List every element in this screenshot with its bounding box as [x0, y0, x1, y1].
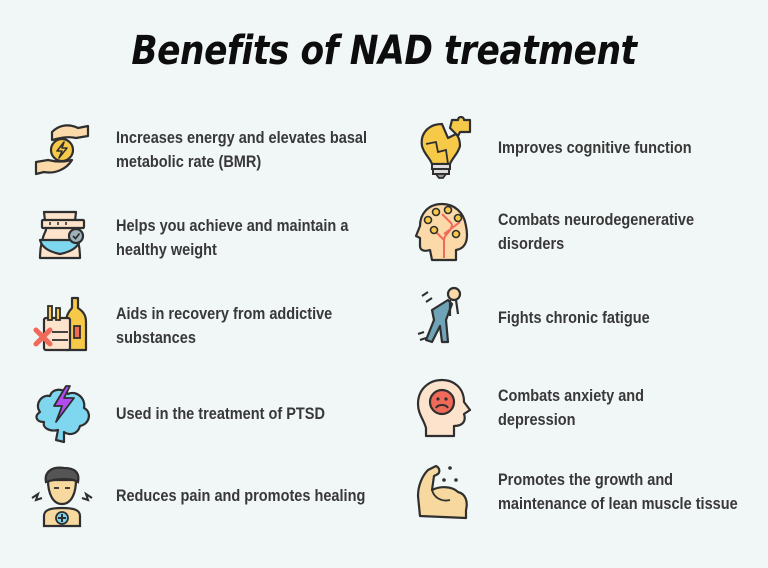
page-title: Benefits of NAD treatment — [131, 28, 637, 74]
person-pain-icon — [30, 464, 94, 528]
benefit-label: Combats anxiety and depression — [498, 387, 645, 429]
waist-measure-icon — [30, 206, 94, 270]
tired-person-icon — [412, 286, 476, 350]
sad-head-icon — [412, 376, 476, 440]
benefit-label: Combats neurodegenerative disorders — [498, 211, 695, 253]
puzzle-bulb-icon — [412, 116, 476, 180]
benefit-item: Combats neurodegenerative disorders — [412, 200, 721, 264]
benefit-label: Promotes the growth and maintenance of l… — [498, 471, 738, 513]
coin-hands-icon — [30, 118, 94, 182]
benefit-item: Combats anxiety and depression — [412, 376, 664, 440]
cigarettes-bottle-icon — [30, 294, 94, 358]
benefit-item: Reduces pain and promotes healing — [30, 464, 399, 528]
flexed-arm-icon — [412, 460, 476, 524]
benefit-item: Used in the treatment of PTSD — [30, 382, 353, 446]
benefit-item: Fights chronic fatigue — [412, 286, 670, 350]
benefit-label: Aids in recovery from addictive substanc… — [116, 305, 333, 347]
benefit-label: Fights chronic fatigue — [498, 309, 650, 327]
benefit-label: Helps you achieve and maintain a healthy… — [116, 217, 349, 259]
head-neurons-icon — [412, 200, 476, 264]
benefit-label: Used in the treatment of PTSD — [116, 405, 325, 423]
benefit-item: Helps you achieve and maintain a healthy… — [30, 206, 380, 270]
benefit-item: Promotes the growth and maintenance of l… — [412, 460, 768, 524]
benefit-label: Improves cognitive function — [498, 139, 692, 157]
brain-lightning-icon — [30, 382, 94, 446]
benefit-item: Aids in recovery from addictive substanc… — [30, 294, 362, 358]
benefit-item: Improves cognitive function — [412, 116, 718, 180]
benefit-item: Increases energy and elevates basal meta… — [30, 118, 401, 182]
benefit-label: Increases energy and elevates basal meta… — [116, 129, 368, 171]
benefit-label: Reduces pain and promotes healing — [116, 487, 366, 505]
